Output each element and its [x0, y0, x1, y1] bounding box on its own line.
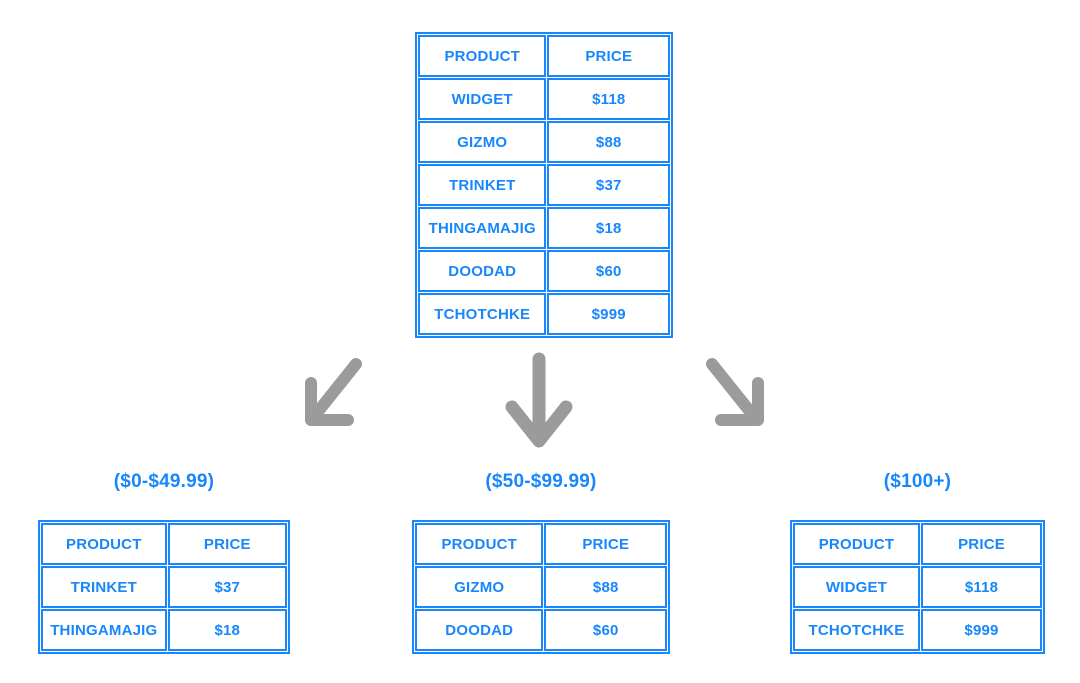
- data-cell: $18: [547, 207, 670, 249]
- table-row: THINGAMAJIG$18: [41, 609, 287, 651]
- data-cell: TCHOTCHKE: [418, 293, 547, 335]
- data-cell: TRINKET: [41, 566, 167, 608]
- data-cell: GIZMO: [418, 121, 547, 163]
- data-cell: $37: [167, 566, 287, 608]
- header-cell: PRICE: [921, 523, 1042, 565]
- data-cell: DOODAD: [418, 250, 547, 292]
- data-cell: $88: [544, 566, 667, 608]
- data-cell: $999: [921, 609, 1042, 651]
- data-cell: GIZMO: [415, 566, 544, 608]
- data-cell: $999: [547, 293, 670, 335]
- data-cell: WIDGET: [418, 78, 547, 120]
- data-cell: THINGAMAJIG: [418, 207, 547, 249]
- data-cell: $60: [547, 250, 670, 292]
- table-row: TRINKET$37: [418, 164, 670, 206]
- data-cell: TRINKET: [418, 164, 547, 206]
- group-label-high-range: ($100+): [883, 471, 952, 492]
- header-cell: PRODUCT: [415, 523, 544, 565]
- table-row: TCHOTCHKE$999: [418, 293, 670, 335]
- table-row: DOODAD$60: [415, 609, 667, 651]
- table-row: DOODAD$60: [418, 250, 670, 292]
- data-cell: $118: [921, 566, 1042, 608]
- data-cell: DOODAD: [415, 609, 544, 651]
- group-label-mid-range: ($50-$99.99): [485, 471, 597, 492]
- header-cell: PRICE: [167, 523, 287, 565]
- table-row: GIZMO$88: [418, 121, 670, 163]
- header-cell: PRODUCT: [793, 523, 921, 565]
- table-row: TRINKET$37: [41, 566, 287, 608]
- data-cell: $18: [167, 609, 287, 651]
- table-row: WIDGET$118: [418, 78, 670, 120]
- table-row: GIZMO$88: [415, 566, 667, 608]
- data-cell: TCHOTCHKE: [793, 609, 921, 651]
- table-row: TCHOTCHKE$999: [793, 609, 1042, 651]
- arrow-down-left-icon: [300, 353, 366, 433]
- data-cell: THINGAMAJIG: [41, 609, 167, 651]
- data-cell: $88: [547, 121, 670, 163]
- header-cell: PRODUCT: [418, 35, 547, 77]
- header-cell: PRICE: [544, 523, 667, 565]
- group-label-low-range: ($0-$49.99): [113, 471, 215, 492]
- header-cell: PRICE: [547, 35, 670, 77]
- data-cell: WIDGET: [793, 566, 921, 608]
- table-row: THINGAMAJIG$18: [418, 207, 670, 249]
- data-cell: $60: [544, 609, 667, 651]
- arrow-down-icon: [502, 351, 576, 455]
- data-cell: $118: [547, 78, 670, 120]
- table-row: WIDGET$118: [793, 566, 1042, 608]
- header-cell: PRODUCT: [41, 523, 167, 565]
- arrow-down-right-icon: [700, 353, 770, 433]
- data-cell: $37: [547, 164, 670, 206]
